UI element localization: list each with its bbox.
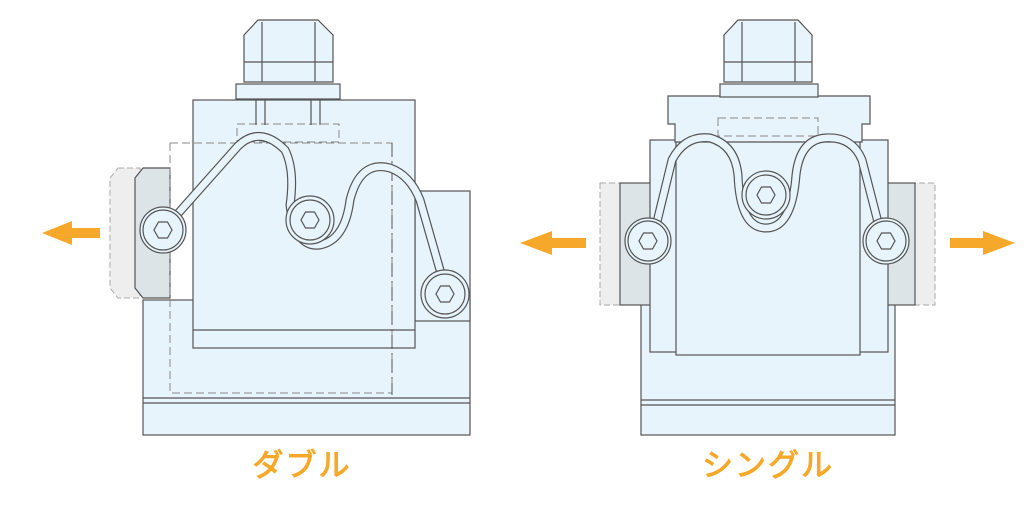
bolt-icon — [420, 269, 470, 319]
slider-ghost — [109, 167, 141, 299]
bolt-icon — [139, 206, 187, 254]
double-type-diagram — [42, 19, 471, 436]
single-type-diagram — [520, 19, 1015, 436]
double-spring — [169, 132, 449, 289]
double-label: ダブル — [252, 448, 352, 484]
bolt-icon — [741, 170, 791, 220]
arrow-right-icon — [950, 231, 1015, 255]
single-label: シングル — [702, 448, 834, 484]
arrow-left-icon — [520, 231, 586, 255]
bolt-icon — [285, 195, 335, 245]
hex-nut — [719, 19, 819, 98]
arrow-left-icon — [42, 221, 100, 245]
bolt-icon — [624, 217, 672, 265]
single-spring — [650, 133, 885, 235]
hex-nut — [235, 19, 341, 125]
bolt-icon — [862, 217, 910, 265]
